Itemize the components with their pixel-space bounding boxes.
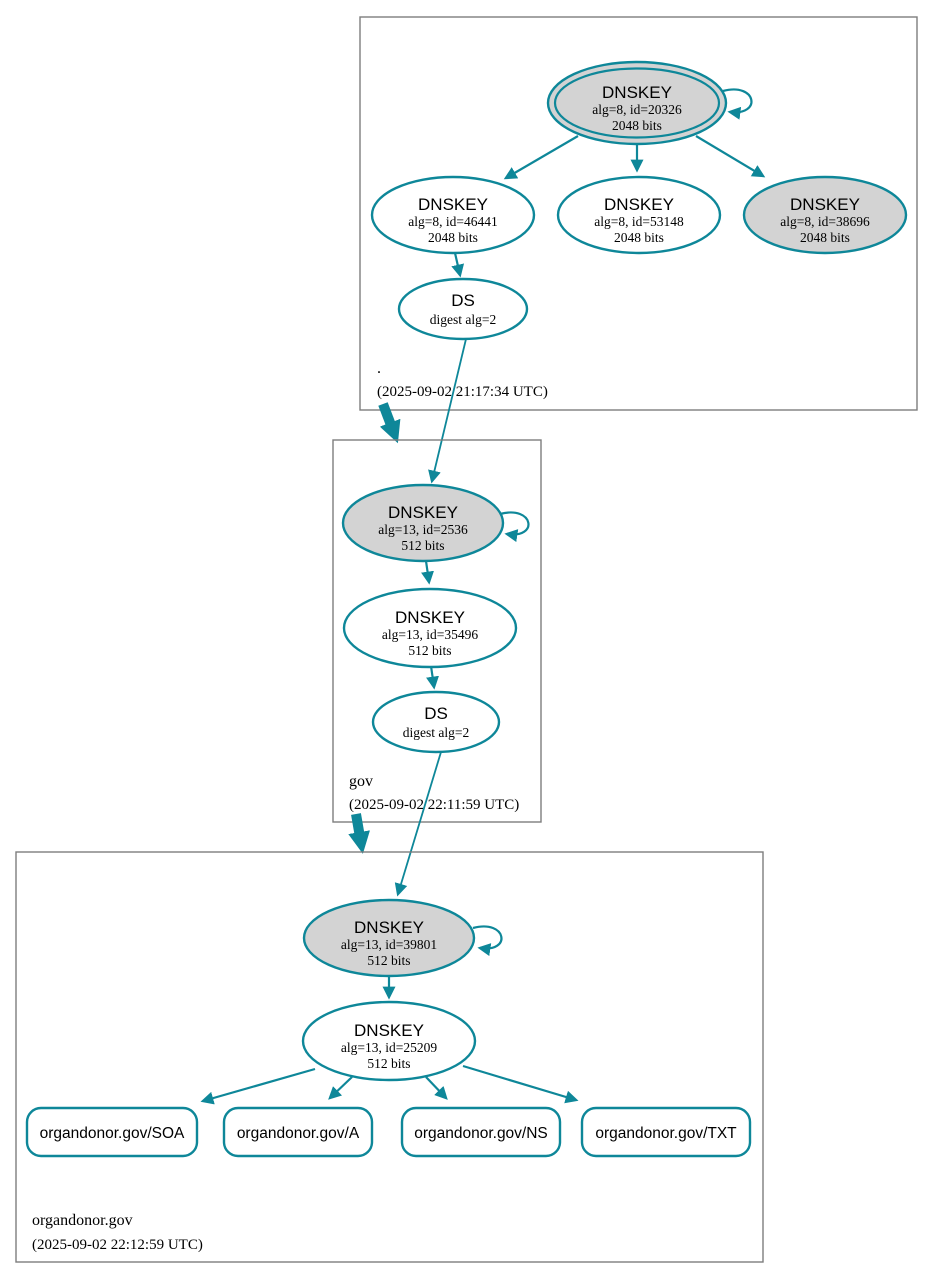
rrset-ns-label: organdonor.gov/NS <box>414 1125 548 1142</box>
gov-zsk-title: DNSKEY <box>395 608 465 627</box>
organdonor-ksk-detail: alg=13, id=39801 <box>341 937 437 952</box>
root-zsk53148-node: DNSKEY alg=8, id=53148 2048 bits <box>556 175 722 255</box>
rrset-txt-label: organdonor.gov/TXT <box>595 1125 737 1142</box>
root-ksk-self-loop-edge <box>722 88 753 120</box>
rrset-a-label: organdonor.gov/A <box>237 1125 360 1142</box>
gov-ds-detail: digest alg=2 <box>403 725 469 740</box>
rrset-ns-box <box>400 1106 562 1158</box>
organdonor-zsk-title: DNSKEY <box>354 1021 424 1040</box>
gov-ksk-node: DNSKEY alg=13, id=2536 512 bits <box>341 483 505 563</box>
gov-zsk-bits: 512 bits <box>408 643 451 658</box>
rrset-a-node: organdonor.gov/A <box>222 1106 374 1158</box>
root-ksk-detail: alg=8, id=20326 <box>592 102 682 117</box>
zone-gov: DNSKEY alg=13, id=2536 512 bits DNSKEY a… <box>332 439 542 823</box>
zone-root-label: . <box>377 360 381 377</box>
rrset-soa-box <box>25 1106 199 1158</box>
organdonor-ksk-title: DNSKEY <box>354 918 424 937</box>
organdonor-ksk-self-loop-edge <box>472 925 503 957</box>
root-zsk38696-bits: 2048 bits <box>800 230 850 245</box>
rrset-soa-label: organdonor.gov/SOA <box>40 1125 185 1142</box>
gov-ds-to-organdonor-ksk-edge <box>394 751 442 897</box>
gov-ds-title: DS <box>424 704 448 723</box>
root-zsk38696-ellipse <box>742 175 908 255</box>
root-zsk38696-title: DNSKEY <box>790 195 860 214</box>
zone-root: DNSKEY alg=8, id=20326 2048 bits DNSKEY … <box>359 16 918 411</box>
organdonor-ksk-node: DNSKEY alg=13, id=39801 512 bits <box>302 898 476 978</box>
gov-ds-ellipse <box>371 690 501 754</box>
gov-to-organdonor-delegation-arrow <box>348 813 370 854</box>
gov-ksk-to-zsk-edge <box>421 560 434 585</box>
root-ksk-node: DNSKEY alg=8, id=20326 2048 bits <box>546 60 728 146</box>
root-ksk-inner-ellipse <box>553 67 721 139</box>
root-zsk46441-title: DNSKEY <box>418 195 488 214</box>
zone-root-timestamp: (2025-09-02 21:17:34 UTC) <box>377 384 548 400</box>
organdonor-zsk-detail: alg=13, id=25209 <box>341 1040 437 1055</box>
root-to-gov-delegation-arrow <box>378 402 401 444</box>
root-zsk53148-bits: 2048 bits <box>614 230 664 245</box>
gov-ds-node: DS digest alg=2 <box>371 690 501 754</box>
root-zsk38696-detail: alg=8, id=38696 <box>780 214 870 229</box>
root-ksk-to-zsk46441-edge <box>503 135 579 180</box>
root-ds-title: DS <box>451 291 475 310</box>
root-ksk-title: DNSKEY <box>602 83 672 102</box>
zone-organdonor-border <box>15 851 764 1263</box>
root-zsk46441-node: DNSKEY alg=8, id=46441 2048 bits <box>370 175 536 255</box>
zone-organdonor: DNSKEY alg=13, id=39801 512 bits DNSKEY … <box>15 851 764 1263</box>
gov-zsk-node: DNSKEY alg=13, id=35496 512 bits <box>342 587 518 669</box>
organdonor-zsk-node: DNSKEY alg=13, id=25209 512 bits <box>301 1000 477 1082</box>
organdonor-zsk-ellipse <box>301 1000 477 1082</box>
organdonor-zsk-to-soa-edge <box>200 1067 316 1105</box>
gov-zsk-to-ds-edge <box>426 665 439 690</box>
organdonor-zsk-to-txt-edge <box>462 1064 579 1104</box>
organdonor-zsk-to-ns-edge <box>425 1076 448 1100</box>
zone-organdonor-label: organdonor.gov <box>32 1212 133 1229</box>
gov-zsk-ellipse <box>342 587 518 669</box>
root-zsk53148-detail: alg=8, id=53148 <box>594 214 684 229</box>
gov-ksk-title: DNSKEY <box>388 503 458 522</box>
root-ds-detail: digest alg=2 <box>430 312 496 327</box>
root-ds-node: DS digest alg=2 <box>397 277 529 341</box>
zone-gov-label: gov <box>349 773 373 790</box>
gov-ksk-ellipse <box>341 483 505 563</box>
zone-organdonor-timestamp: (2025-09-02 22:12:59 UTC) <box>32 1237 203 1253</box>
root-ds-ellipse <box>397 277 529 341</box>
root-zsk46441-ellipse <box>370 175 536 255</box>
root-ds-to-gov-ksk-edge <box>428 338 467 484</box>
zone-gov-timestamp: (2025-09-02 22:11:59 UTC) <box>349 797 519 813</box>
gov-ksk-detail: alg=13, id=2536 <box>378 522 468 537</box>
root-zsk46441-bits: 2048 bits <box>428 230 478 245</box>
rrset-ns-node: organdonor.gov/NS <box>400 1106 562 1158</box>
gov-ksk-bits: 512 bits <box>401 538 444 553</box>
rrset-txt-box <box>580 1106 752 1158</box>
zone-gov-border <box>332 439 542 823</box>
zone-root-border <box>359 16 918 411</box>
organdonor-ksk-ellipse <box>302 898 476 978</box>
organdonor-ksk-bits: 512 bits <box>367 953 410 968</box>
root-zsk46441-detail: alg=8, id=46441 <box>408 214 497 229</box>
rrset-a-box <box>222 1106 374 1158</box>
rrset-txt-node: organdonor.gov/TXT <box>580 1106 752 1158</box>
gov-zsk-detail: alg=13, id=35496 <box>382 627 478 642</box>
root-ksk-outer-ellipse <box>546 60 728 146</box>
rrset-soa-node: organdonor.gov/SOA <box>25 1106 199 1158</box>
root-ksk-bits: 2048 bits <box>612 118 662 133</box>
organdonor-zsk-bits: 512 bits <box>367 1056 410 1071</box>
gov-ksk-self-loop-edge <box>499 511 530 543</box>
organdonor-zsk-to-a-edge <box>328 1076 353 1100</box>
root-ksk-to-zsk38696-edge <box>695 135 766 178</box>
root-zsk53148-title: DNSKEY <box>604 195 674 214</box>
root-zsk46441-to-ds-edge <box>451 252 465 278</box>
root-zsk53148-ellipse <box>556 175 722 255</box>
root-zsk38696-node: DNSKEY alg=8, id=38696 2048 bits <box>742 175 908 255</box>
